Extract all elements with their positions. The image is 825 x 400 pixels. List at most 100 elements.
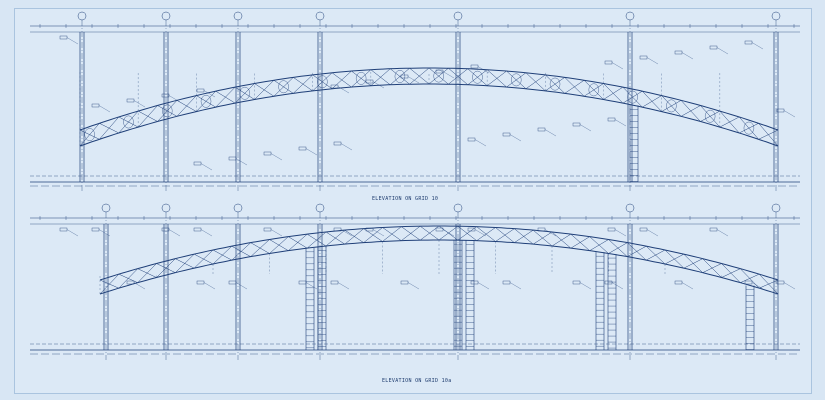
truss-web xyxy=(551,233,571,247)
truss-web xyxy=(137,105,158,128)
truss-web xyxy=(495,228,515,242)
truss-web xyxy=(137,263,157,283)
leader-line xyxy=(579,124,592,132)
leader-line xyxy=(98,105,111,113)
truss-web xyxy=(683,258,703,269)
label-tag xyxy=(330,280,339,285)
truss-web xyxy=(664,253,684,265)
leader-line xyxy=(509,134,522,142)
leader-line xyxy=(407,76,420,84)
leader-line xyxy=(544,229,557,237)
truss-web xyxy=(231,242,251,261)
label-tag xyxy=(228,280,237,285)
label-tag xyxy=(607,227,616,232)
truss-web xyxy=(545,77,565,92)
leader-line xyxy=(681,52,694,60)
leader-line xyxy=(235,158,248,166)
truss-web xyxy=(401,225,421,241)
truss-web xyxy=(118,110,139,134)
leader-line xyxy=(235,282,248,290)
truss-web xyxy=(564,80,585,94)
leader-line xyxy=(614,119,627,127)
label-tag xyxy=(709,45,718,50)
truss-node xyxy=(511,73,522,87)
truss-node xyxy=(588,83,600,97)
grid-bubble xyxy=(625,203,635,213)
truss-node xyxy=(627,90,638,104)
leader-line xyxy=(200,229,213,237)
truss-web xyxy=(487,70,507,86)
label-tag xyxy=(263,227,272,232)
truss-web xyxy=(99,116,119,140)
leader-line xyxy=(168,229,181,237)
truss-node xyxy=(200,94,212,108)
truss-node xyxy=(84,128,95,141)
label-tag xyxy=(607,117,616,122)
lower-elevation xyxy=(30,203,800,360)
grid-bubble xyxy=(77,11,87,21)
leader-line xyxy=(442,71,455,79)
truss-web xyxy=(603,86,624,100)
truss-node xyxy=(355,71,367,85)
truss-web xyxy=(79,123,100,147)
label-tag xyxy=(502,280,511,285)
label-tag xyxy=(400,74,409,79)
label-tag xyxy=(674,50,683,55)
leader-line xyxy=(751,42,764,50)
truss-web xyxy=(175,253,195,273)
leader-line xyxy=(611,62,624,70)
leader-line xyxy=(270,153,283,161)
leader-line xyxy=(477,66,490,74)
truss-web xyxy=(176,95,197,117)
label-tag xyxy=(604,280,613,285)
truss-node xyxy=(549,77,561,91)
truss-web xyxy=(719,116,740,128)
truss-web xyxy=(533,231,553,245)
upper-elevation xyxy=(30,11,800,192)
truss-node xyxy=(743,121,755,135)
label-tag xyxy=(467,137,476,142)
leader-line xyxy=(372,81,385,89)
truss-web xyxy=(215,86,236,108)
label-tag xyxy=(639,227,648,232)
truss-web xyxy=(721,268,741,278)
leader-line xyxy=(477,282,490,290)
grid-bubble xyxy=(625,11,635,21)
arch-bottom-chord xyxy=(79,83,779,147)
leader-line xyxy=(681,282,694,290)
leader-line xyxy=(337,86,350,94)
leader-line xyxy=(372,229,385,237)
leader-line xyxy=(783,110,796,118)
leader-line xyxy=(340,229,353,237)
label-tag xyxy=(709,227,718,232)
truss-node xyxy=(472,70,483,84)
truss-web xyxy=(409,67,430,85)
label-tag xyxy=(59,227,68,232)
label-tag xyxy=(263,151,272,156)
leader-line xyxy=(168,95,181,103)
truss-web xyxy=(363,227,383,243)
label-tag xyxy=(91,103,100,108)
truss-web xyxy=(759,279,779,289)
leader-line xyxy=(133,100,146,108)
leader-line xyxy=(66,37,79,45)
grid-bubble xyxy=(101,203,111,213)
grid-bubble xyxy=(453,11,463,21)
label-tag xyxy=(196,280,205,285)
leader-line xyxy=(200,163,213,171)
truss-web xyxy=(642,95,662,108)
leader-line xyxy=(305,282,318,290)
truss-web xyxy=(506,72,527,88)
truss-web xyxy=(312,72,333,92)
label-tag xyxy=(674,280,683,285)
grid-bubble xyxy=(161,11,171,21)
truss-web xyxy=(390,68,410,85)
leader-line xyxy=(614,229,627,237)
truss-web xyxy=(739,123,759,134)
truss-web xyxy=(193,249,214,269)
leader-line xyxy=(337,282,350,290)
leader-line xyxy=(579,282,592,290)
label-tag xyxy=(604,60,613,65)
label-tag xyxy=(333,141,342,146)
drawing-border xyxy=(14,8,812,394)
